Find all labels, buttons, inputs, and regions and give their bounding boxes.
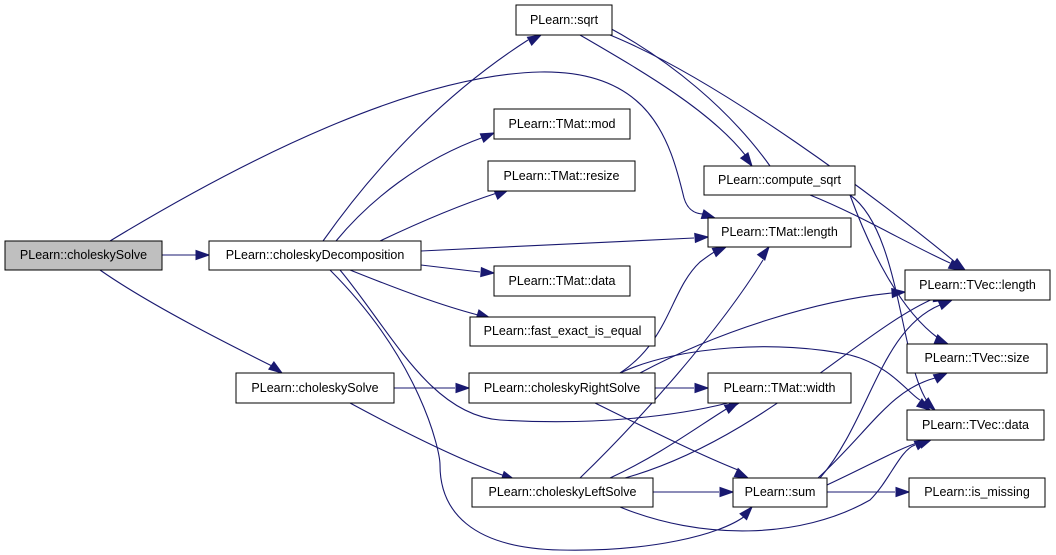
edge-cdec-to-feq xyxy=(349,269,479,316)
arrowhead-root-to-tmlen xyxy=(700,209,717,220)
edge-cdec-to-mod xyxy=(335,136,485,242)
arrowhead-cdec-to-sum xyxy=(739,505,754,521)
edge-sum-to-tvsize xyxy=(817,377,936,479)
arrowhead-sum-to-tvlen xyxy=(937,299,954,311)
edge-root-to-tmlen xyxy=(109,71,705,242)
arrowhead-crs-to-tmlen xyxy=(711,246,728,258)
node-cholesky-solve[interactable]: PLearn::choleskySolve xyxy=(235,372,395,404)
node-fast-exact-is-equal[interactable]: PLearn::fast_exact_is_equal xyxy=(469,316,656,347)
node-label: PLearn::choleskySolve xyxy=(251,381,378,395)
node-label: PLearn::TMat::data xyxy=(508,274,615,288)
arrowhead-crs-to-tmw xyxy=(694,382,710,394)
node-tvec-size[interactable]: PLearn::TVec::size xyxy=(906,343,1048,374)
node-tmat-length[interactable]: PLearn::TMat::length xyxy=(707,217,852,248)
edge-cls-to-tmlen xyxy=(579,259,764,479)
edge-cdec-to-tmlen xyxy=(420,237,695,252)
node-tmat-width[interactable]: PLearn::TMat::width xyxy=(707,372,852,404)
edge-cdec-to-sum xyxy=(329,269,746,551)
edge-cdec-to-resize xyxy=(379,192,498,242)
edge-sum-to-tvdata xyxy=(826,441,921,486)
edge-cls-to-tvdata xyxy=(619,444,916,532)
arrowhead-root-to-csol2 xyxy=(267,361,284,374)
arrowhead-cls-to-tmlen xyxy=(756,245,770,261)
arrowhead-cls-to-tmw xyxy=(723,402,740,414)
arrowhead-root-to-cdec xyxy=(195,249,211,261)
arrowhead-cdec-to-tmlen xyxy=(694,232,710,244)
arrowhead-csol2-to-crs xyxy=(455,382,471,394)
node-label: PLearn::fast_exact_is_equal xyxy=(484,324,642,338)
node-compute-sqrt[interactable]: PLearn::compute_sqrt xyxy=(703,165,856,196)
edge-cdec-to-tmw xyxy=(339,269,729,423)
node-label: PLearn::TMat::mod xyxy=(509,117,616,131)
node-sqrt[interactable]: PLearn::sqrt xyxy=(515,4,613,36)
node-label: PLearn::choleskyRightSolve xyxy=(484,381,640,395)
node-cholesky-right-solve[interactable]: PLearn::choleskyRightSolve xyxy=(468,372,656,404)
arrowhead-layer xyxy=(195,17,967,521)
node-sum[interactable]: PLearn::sum xyxy=(732,477,828,508)
edge-csqrt-to-tvlen xyxy=(809,194,951,264)
node-tvec-length[interactable]: PLearn::TVec::length xyxy=(904,269,1051,301)
arrowhead-sqrt-to-csqrt xyxy=(739,151,753,168)
edge-csqrt-to-sqrt xyxy=(605,25,771,167)
node-layer: PLearn::choleskySolve PLearn::choleskyDe… xyxy=(4,4,1051,508)
node-tmat-data[interactable]: PLearn::TMat::data xyxy=(493,265,631,297)
node-label: PLearn::choleskySolve xyxy=(20,248,147,262)
edge-crs-to-tvdata xyxy=(619,346,921,401)
arrowhead-sum-to-ism xyxy=(895,486,911,498)
node-label: PLearn::choleskyLeftSolve xyxy=(488,485,636,499)
arrowhead-crs-to-sum xyxy=(733,467,750,479)
arrowhead-cls-to-sum xyxy=(719,486,735,498)
node-label: PLearn::choleskyDecomposition xyxy=(226,248,405,262)
edge-crs-to-tvlen xyxy=(639,292,893,374)
node-cholesky-decomposition[interactable]: PLearn::choleskyDecomposition xyxy=(208,240,422,271)
edge-sum-to-tvlen xyxy=(819,304,941,479)
node-label: PLearn::sum xyxy=(745,485,816,499)
node-tmat-mod[interactable]: PLearn::TMat::mod xyxy=(493,108,631,140)
node-label: PLearn::TMat::width xyxy=(724,381,836,395)
arrowhead-cdec-to-sqrt xyxy=(526,34,543,46)
arrowhead-sum-to-tvsize xyxy=(932,372,949,384)
arrowhead-cdec-to-mod xyxy=(479,132,496,144)
node-label: PLearn::is_missing xyxy=(924,485,1030,499)
node-label: PLearn::TVec::length xyxy=(919,278,1036,292)
edge-crs-to-sum xyxy=(594,402,739,471)
node-tmat-resize[interactable]: PLearn::TMat::resize xyxy=(487,160,636,192)
edge-cls-to-tmw xyxy=(609,407,729,479)
edge-cdec-to-tmdata xyxy=(420,264,481,273)
node-label: PLearn::TVec::data xyxy=(922,418,1029,432)
node-label: PLearn::TMat::length xyxy=(721,225,838,239)
edge-cdec-to-sqrt xyxy=(322,39,529,242)
edge-root-to-csol2 xyxy=(99,269,273,367)
node-is-missing[interactable]: PLearn::is_missing xyxy=(908,477,1046,508)
edge-sqrt-to-csqrt xyxy=(579,34,747,157)
node-label: PLearn::compute_sqrt xyxy=(718,173,842,187)
node-label: PLearn::TMat::resize xyxy=(503,169,619,183)
edge-layer xyxy=(99,25,956,551)
arrowhead-csqrt-to-tvlen xyxy=(947,259,964,271)
node-label: PLearn::sqrt xyxy=(530,13,599,27)
node-root-cholesky-solve[interactable]: PLearn::choleskySolve xyxy=(4,240,163,271)
node-cholesky-left-solve[interactable]: PLearn::choleskyLeftSolve xyxy=(471,477,654,508)
arrowhead-csqrt-to-tvdata xyxy=(921,397,937,412)
node-tvec-data[interactable]: PLearn::TVec::data xyxy=(906,409,1045,441)
edge-crs-to-tmlen xyxy=(619,250,717,374)
arrowhead-cdec-to-tmdata xyxy=(480,266,496,278)
node-label: PLearn::TVec::size xyxy=(925,351,1030,365)
edge-csqrt-to-tvsize xyxy=(849,194,939,339)
edge-csol2-to-cls xyxy=(349,402,506,477)
arrowhead-crs-to-tvlen xyxy=(891,287,907,299)
